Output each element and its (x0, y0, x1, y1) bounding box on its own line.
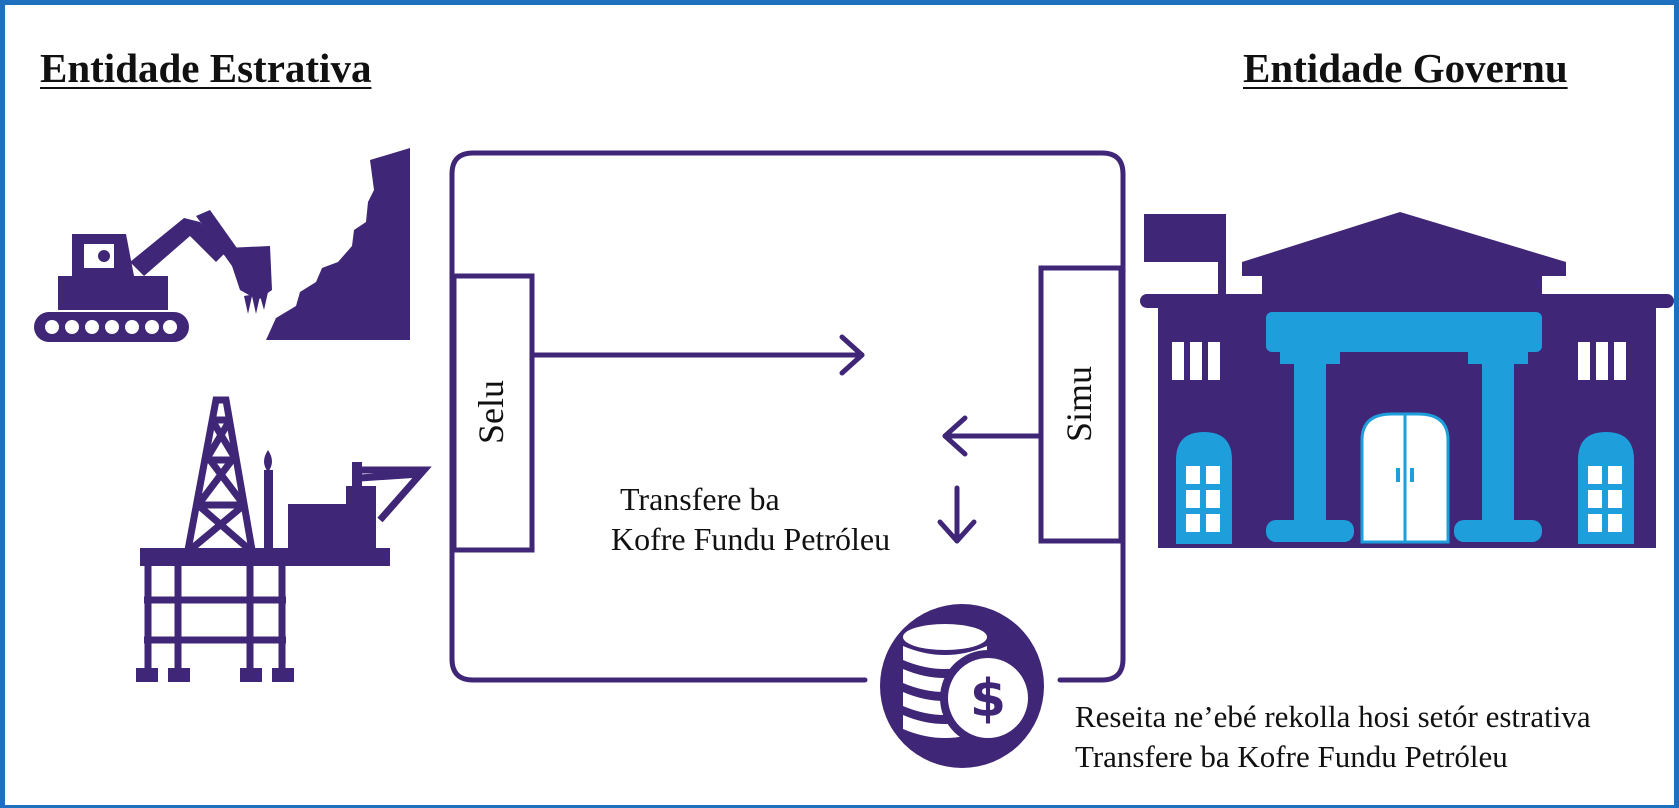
center-text-line2: Kofre Fundu Petróleu (611, 521, 890, 557)
caption-line1: Reseita ne’ebé rekolla hosi setór estrat… (1075, 699, 1591, 734)
caption-line2: Transfere ba Kofre Fundu Petróleu (1075, 739, 1508, 774)
oil-rig-icon (144, 396, 432, 674)
center-text-line1: Transfere ba (620, 481, 780, 517)
flow-loop (449, 150, 1126, 683)
coin-stack-dollar-icon: $ (880, 604, 1044, 768)
government-building-icon (1140, 212, 1674, 548)
svg-text:$: $ (970, 669, 1006, 729)
title-extractive-entity: Entidade Estrativa (40, 45, 372, 91)
selu-label: Selu (471, 380, 511, 444)
excavator-icon (34, 148, 410, 342)
title-government-entity: Entidade Governu (1243, 45, 1568, 91)
arrow-right (529, 334, 865, 376)
simu-box: Simu (1038, 265, 1124, 544)
oil-rig-deck (136, 450, 390, 682)
selu-box: Selu (451, 273, 535, 553)
simu-label: Simu (1059, 366, 1099, 442)
arrow-down (937, 485, 977, 544)
arrow-left (942, 415, 1044, 457)
